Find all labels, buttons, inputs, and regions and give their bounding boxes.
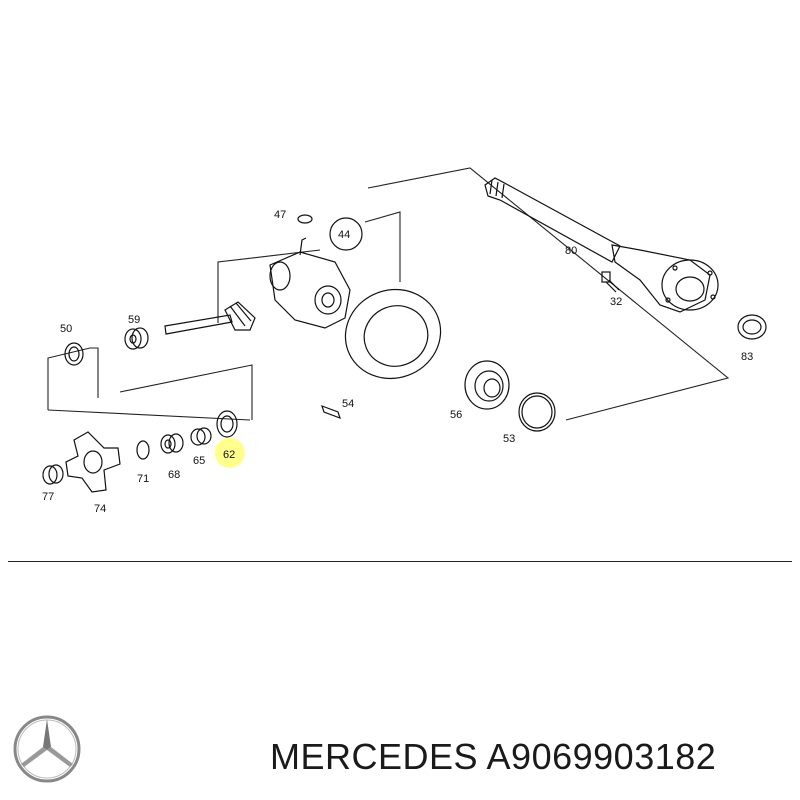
parts-diagram: 32 44 47 50 53 54 56 59 62 65 68 71 74 7… (42, 167, 767, 515)
seal-ring (216, 410, 238, 438)
shim (64, 342, 84, 366)
pin (321, 404, 341, 420)
label-47: 47 (274, 209, 286, 221)
label-59: 59 (128, 314, 140, 326)
label-71: 71 (137, 473, 149, 485)
label-50: 50 (60, 323, 72, 335)
label-44: 44 (338, 229, 350, 241)
label-53: 53 (503, 433, 515, 445)
label-80: 80 (565, 245, 577, 257)
nut (190, 427, 212, 446)
label-74: 74 (94, 503, 106, 515)
flange-nut (42, 464, 64, 485)
ring-gear (344, 288, 442, 380)
highlight-62 (215, 438, 245, 468)
axle-shaft (484, 177, 719, 313)
label-62: 62 (223, 449, 235, 461)
bolt (601, 271, 620, 293)
small-washer (297, 214, 313, 224)
pinion-shaft (164, 301, 256, 335)
subassembly-bracket (217, 249, 321, 323)
bearing (464, 360, 510, 410)
mercedes-star-icon (13, 715, 81, 783)
assembly-outline-2 (364, 211, 401, 282)
lower-baseline (47, 409, 251, 421)
label-44-circle (329, 217, 363, 251)
washer (136, 440, 150, 460)
lower-bracket-2 (119, 364, 253, 420)
label-83: 83 (741, 351, 753, 363)
label-68: 68 (168, 469, 180, 481)
part-number: A9069903182 (486, 736, 717, 777)
label-65: 65 (193, 455, 205, 467)
label-54: 54 (342, 398, 354, 410)
spacer-bearing (160, 433, 184, 454)
lower-bracket (47, 347, 99, 410)
label-32: 32 (610, 296, 622, 308)
label-77: 77 (42, 491, 54, 503)
snap-ring (518, 392, 556, 432)
divider-line (8, 561, 792, 562)
label-56: 56 (450, 409, 462, 421)
footer: MERCEDES A9069903182 (0, 700, 800, 790)
brand-part-number: MERCEDES A9069903182 (270, 736, 716, 778)
differential-housing (269, 237, 351, 329)
small-bearing (124, 327, 149, 350)
sleeve (737, 314, 767, 340)
flange (65, 431, 121, 493)
brand-name: MERCEDES (270, 736, 479, 777)
assembly-outline (367, 167, 730, 421)
